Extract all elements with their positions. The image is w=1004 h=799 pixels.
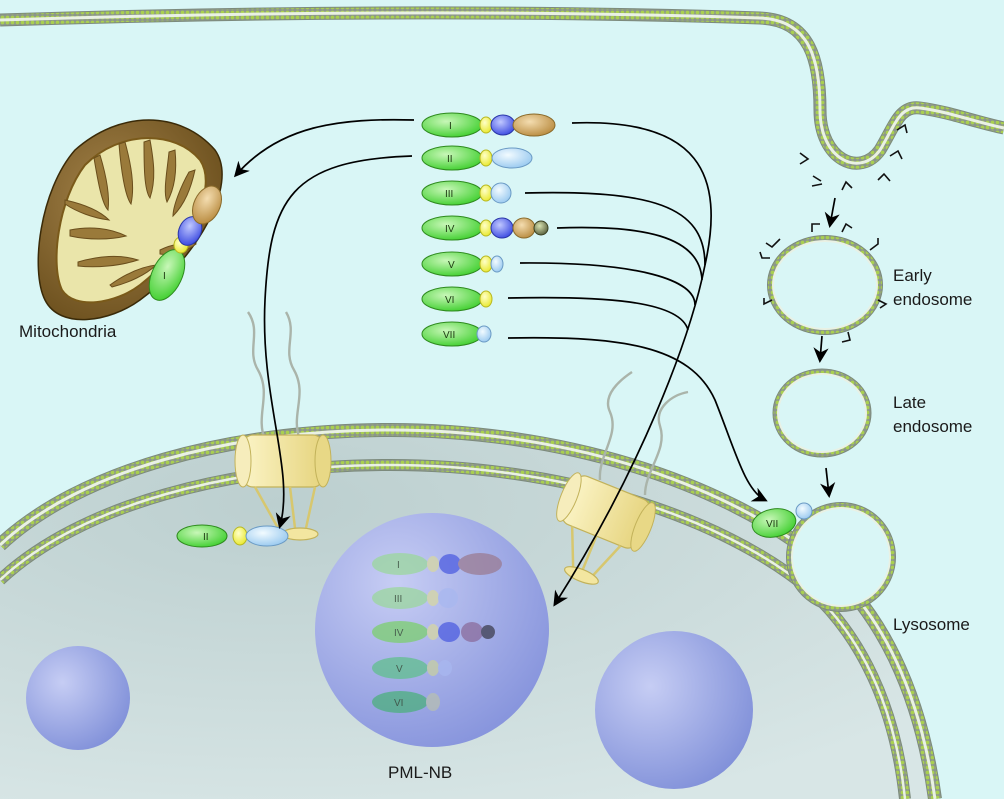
- late-endosome-label-2: endosome: [893, 417, 972, 436]
- pml-nb-label: PML-NB: [388, 763, 452, 782]
- cytoplasmic-isoforms: I II III IV: [421, 112, 556, 347]
- isoform-IV: IV: [421, 215, 549, 241]
- arrow-into-pml-nb: [553, 121, 712, 607]
- svg-text:VI: VI: [445, 295, 454, 306]
- nb-isoform-V: V: [372, 657, 452, 679]
- isoform-III: III: [421, 180, 512, 206]
- svg-text:I: I: [397, 560, 400, 571]
- lysosome-label: Lysosome: [893, 615, 970, 634]
- isoform-VII: VII: [421, 321, 492, 347]
- nuclear-pore-right: [556, 371, 689, 585]
- trafficking-arrows: [233, 118, 840, 607]
- arrow-early-to-late: [813, 335, 829, 364]
- nuclear-body-right: [595, 631, 753, 789]
- early-endosome-label-2: endosome: [893, 290, 972, 309]
- pore-bound-pml-II: II: [176, 524, 289, 548]
- svg-text:IV: IV: [445, 224, 455, 235]
- clathrin-coat: [799, 123, 908, 191]
- mitochondrion: [37, 119, 223, 321]
- nb-isoform-VI: VI: [372, 691, 440, 713]
- pore-isoform-label: II: [203, 532, 209, 543]
- lysosome: [786, 502, 896, 612]
- svg-text:V: V: [448, 260, 455, 271]
- svg-text:VI: VI: [394, 698, 403, 709]
- nb-isoform-III: III: [372, 587, 458, 609]
- early-endosome: [759, 222, 888, 343]
- svg-text:III: III: [445, 189, 453, 200]
- arrow-to-lysosome: [507, 336, 768, 502]
- arrow-to-mitochondria: [233, 118, 415, 178]
- svg-text:VII: VII: [443, 330, 455, 341]
- arrow-pit-to-early: [824, 197, 840, 229]
- late-endosome: [772, 368, 872, 458]
- nb-isoform-IV: IV: [372, 621, 495, 643]
- svg-text:II: II: [447, 154, 453, 165]
- arrow-late-to-lysosome: [820, 467, 836, 499]
- svg-text:IV: IV: [394, 628, 404, 639]
- nuclear-body-left: [26, 646, 130, 750]
- svg-text:III: III: [394, 594, 402, 605]
- mito-isoform-label: I: [163, 271, 166, 282]
- early-endosome-label-1: Early: [893, 266, 932, 285]
- nuclear-pore-left: [234, 311, 332, 541]
- nb-isoform-I: I: [372, 553, 502, 575]
- isoform-II: II: [421, 145, 533, 171]
- nuclear-isoforms: I III IV V VI: [372, 553, 502, 713]
- mito-bound-pml-I: I: [148, 185, 223, 301]
- isoform-V: V: [421, 251, 504, 277]
- svg-text:V: V: [396, 664, 403, 675]
- isoform-I: I: [421, 112, 556, 138]
- lyso-isoform-label: VII: [766, 519, 778, 530]
- plasma-membrane: [0, 6, 1004, 170]
- svg-text:I: I: [449, 121, 452, 132]
- late-endosome-label-1: Late: [893, 393, 926, 412]
- isoform-VI: VI: [421, 286, 493, 312]
- mitochondria-label: Mitochondria: [19, 322, 117, 341]
- lysosome-bound-pml-VII: VII: [751, 502, 813, 538]
- arrow-to-nuclear-pore: [263, 155, 413, 529]
